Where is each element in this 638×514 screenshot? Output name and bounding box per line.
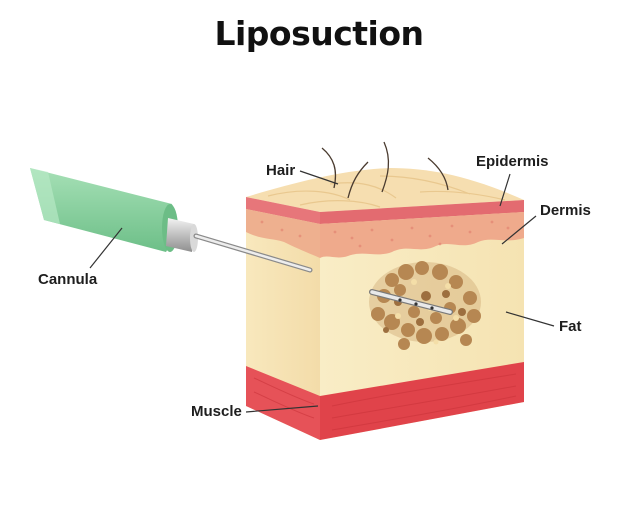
fat-label: Fat xyxy=(559,318,582,335)
cannula-handle xyxy=(30,168,174,252)
dermis-left xyxy=(246,209,320,258)
cannula-instrument xyxy=(30,168,313,273)
hair-strands xyxy=(321,141,449,199)
epidermis-label: Epidermis xyxy=(476,153,549,170)
skin-block xyxy=(246,168,524,440)
dermis-label: Dermis xyxy=(540,202,591,219)
fat-cells xyxy=(369,261,481,350)
dermis-leader xyxy=(501,215,537,245)
skin-top-cracks xyxy=(267,175,506,208)
muscle-label: Muscle xyxy=(191,403,242,420)
cannula-label: Cannula xyxy=(38,271,98,288)
epidermis-left xyxy=(246,197,320,224)
epidermis-front xyxy=(320,200,524,224)
dermis-dots xyxy=(260,220,510,248)
muscle-leader xyxy=(245,405,319,413)
inner-cannula-rod xyxy=(369,289,453,315)
hair-leader xyxy=(299,170,339,185)
fat-leader xyxy=(505,311,555,327)
epidermis-leader xyxy=(499,173,511,207)
hair-label: Hair xyxy=(266,162,296,179)
cannula-connector xyxy=(166,218,194,252)
leader-lines xyxy=(89,170,555,413)
skin-top-surface xyxy=(246,168,524,212)
cannula-leader xyxy=(89,227,123,269)
dermis-front xyxy=(320,212,524,258)
muscle-left xyxy=(246,366,320,440)
page-title: Liposuction xyxy=(214,14,424,53)
muscle-fibers xyxy=(253,373,517,431)
